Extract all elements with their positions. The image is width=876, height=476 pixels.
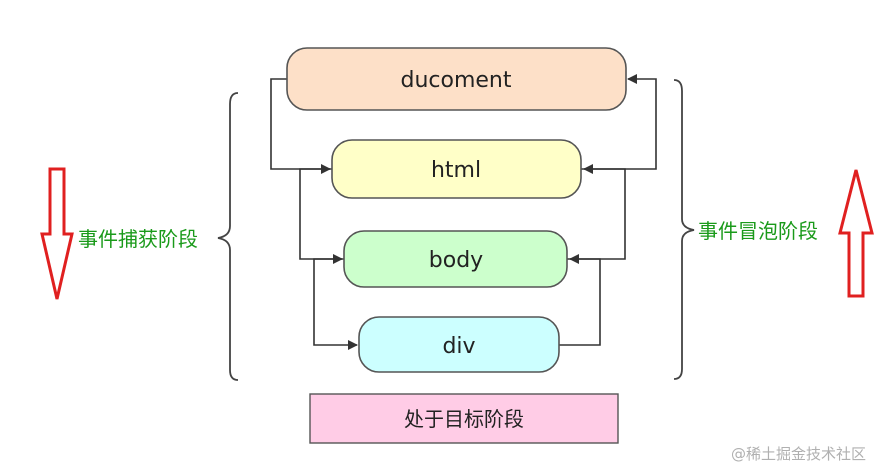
node-document-box — [286, 47, 627, 111]
capture-brace — [217, 92, 239, 381]
bubble-phase-label: 事件冒泡阶段 — [698, 219, 818, 243]
node-body-box — [343, 230, 568, 288]
node-html-box — [331, 139, 582, 199]
target-phase-rect — [309, 393, 619, 444]
node-div: div — [358, 316, 560, 373]
capture-connector-body-div — [313, 258, 358, 350]
target-phase-box: 处于目标阶段 — [309, 393, 619, 444]
bubble-connector-html-document — [581, 74, 657, 170]
target-phase-label: 处于目标阶段 — [404, 407, 524, 431]
capture-phase-label: 事件捕获阶段 — [78, 227, 198, 251]
node-body: body — [343, 230, 568, 288]
node-document: ducoment — [286, 47, 627, 111]
bubble-up-arrow-icon — [838, 169, 874, 298]
watermark: @稀土掘金技术社区 — [731, 445, 866, 463]
node-html: html — [331, 139, 582, 199]
node-body-label: body — [429, 248, 483, 273]
bubble-brace — [673, 79, 695, 380]
capture-down-arrow-icon — [40, 167, 74, 300]
node-document-label: ducoment — [401, 68, 512, 93]
node-html-label: html — [431, 158, 481, 183]
node-div-label: div — [442, 334, 475, 359]
node-div-box — [358, 316, 560, 373]
